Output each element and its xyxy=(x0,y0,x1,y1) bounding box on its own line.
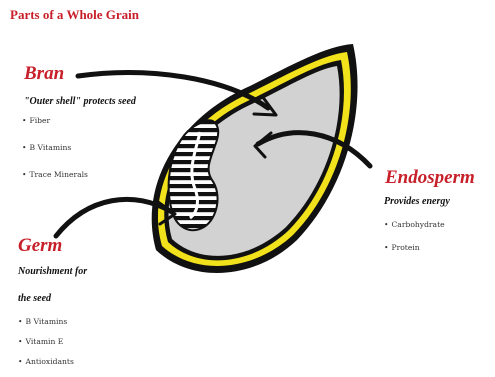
germ-nutrient-item: Antioxidants xyxy=(18,357,74,377)
endosperm-nutrient-list: Carbohydrate Protein xyxy=(384,220,445,266)
bran-nutrient-item: Fiber xyxy=(22,116,88,143)
germ-description-line2: the seed xyxy=(18,293,51,304)
endosperm-label: Endosperm xyxy=(385,168,475,187)
bran-label: Bran xyxy=(24,64,64,83)
germ-label: Germ xyxy=(18,236,62,255)
germ-nutrient-list: B Vitamins Vitamin E Antioxidants xyxy=(18,317,74,377)
endosperm-nutrient-item: Carbohydrate xyxy=(384,220,445,243)
germ-nutrient-item: B Vitamins xyxy=(18,317,74,337)
endosperm-nutrient-item: Protein xyxy=(384,243,445,266)
page-title: Parts of a Whole Grain xyxy=(10,7,139,23)
bran-description: "Outer shell" protects seed xyxy=(24,96,136,107)
bran-nutrient-list: Fiber B Vitamins Trace Minerals xyxy=(22,116,88,197)
bran-nutrient-item: Trace Minerals xyxy=(22,170,88,197)
bran-nutrient-item: B Vitamins xyxy=(22,143,88,170)
germ-description-line1: Nourishment for xyxy=(18,266,87,277)
endosperm-description: Provides energy xyxy=(384,196,450,207)
germ-nutrient-item: Vitamin E xyxy=(18,337,74,357)
